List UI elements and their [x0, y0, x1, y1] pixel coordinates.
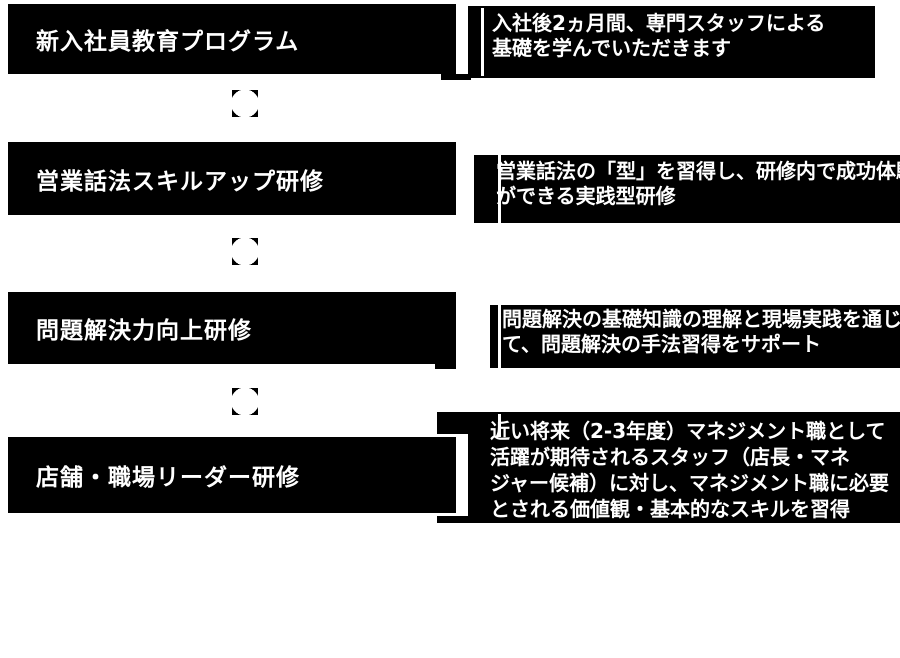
title-box-problem-solving: 問題解決力向上研修: [8, 292, 462, 364]
accent-line: [498, 414, 501, 437]
flow-connector-icon: [232, 388, 258, 415]
flow-connector-icon: [232, 90, 258, 117]
box-corner-fragment: [435, 364, 456, 369]
description-text: 問題解決の基礎知識の理解と現場実践を通じ: [502, 307, 900, 331]
description-text: 活躍が期待されるスタッフ（店長・マネ: [490, 445, 850, 469]
accent-line: [481, 8, 484, 76]
description-text: 近い将来（2-3年度）マネジメント職として: [490, 419, 886, 443]
description-box-leader-training: 近い将来（2-3年度）マネジメント職として 活躍が期待されるスタッフ（店長・マネ…: [437, 412, 900, 523]
title-box-sales-talk: 営業話法スキルアップ研修: [8, 142, 462, 215]
description-box-new-employee: 入社後2ヵ月間、専門スタッフによる 基礎を学んでいただきます: [468, 6, 875, 78]
title-text: 営業話法スキルアップ研修: [36, 168, 324, 195]
description-text: 入社後2ヵ月間、専門スタッフによる: [492, 11, 826, 35]
flow-connector-icon: [232, 238, 258, 265]
description-box-problem-solving: 問題解決の基礎知識の理解と現場実践を通じ て、問題解決の手法習得をサポート: [490, 305, 900, 368]
title-text: 新入社員教育プログラム: [36, 29, 300, 55]
description-text: とされる価値観・基本的なスキルを習得: [490, 497, 850, 521]
box-corner-fragment: [441, 74, 471, 80]
description-text: て、問題解決の手法習得をサポート: [502, 332, 821, 356]
title-text: 店舗・職場リーダー研修: [36, 465, 300, 491]
description-text: ジャー候補）に対し、マネジメント職に必要: [490, 471, 889, 495]
title-box-leader-training: 店舗・職場リーダー研修: [8, 437, 462, 513]
title-box-new-employee: 新入社員教育プログラム: [8, 4, 462, 74]
description-box-sales-talk: 営業話法の「型」を習得し、研修内で成功体験 ができる実践型研修: [474, 155, 900, 223]
description-text: 営業話法の「型」を習得し、研修内で成功体験: [496, 159, 900, 183]
description-text: 基礎を学んでいただきます: [492, 36, 731, 60]
title-text: 問題解決力向上研修: [36, 318, 252, 344]
accent-line: [498, 305, 501, 368]
accent-line: [498, 155, 501, 223]
description-text: ができる実践型研修: [496, 184, 676, 208]
